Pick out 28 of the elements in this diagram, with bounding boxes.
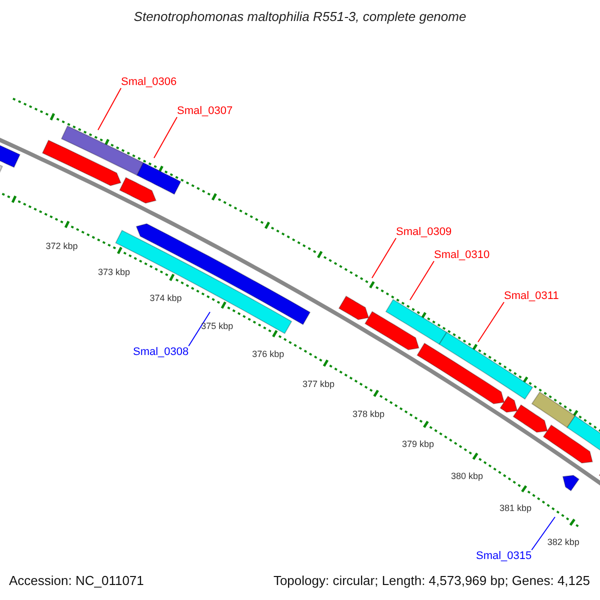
footer-text: Accession: NC_011071 <box>9 574 144 588</box>
scale-label: 379 kbp <box>402 440 434 450</box>
scale-label: 377 kbp <box>302 380 335 390</box>
scale-label: 380 kbp <box>450 472 484 482</box>
scale-label: 376 kbp <box>252 350 284 360</box>
scale-label: 382 kbp <box>547 538 580 548</box>
gene-label: Smal_0308 <box>133 346 189 358</box>
scale-label: 374 kbp <box>150 294 182 304</box>
gene-label: Smal_0309 <box>396 226 452 238</box>
scale-label: 372 kbp <box>46 242 78 252</box>
gene-label: Smal_0310 <box>434 249 490 262</box>
leader-line <box>531 516 556 550</box>
leader-line <box>478 302 504 342</box>
gene-label: Smal_0306 <box>121 76 177 88</box>
gene-label: Smal_0307 <box>177 105 233 118</box>
leader-line <box>188 312 210 346</box>
scale-label: 375 kbp <box>201 322 234 332</box>
title: Stenotrophomonas maltophilia R551-3, complete genome <box>132 10 468 24</box>
gene-label: Smal_0311 <box>504 290 559 302</box>
leader-line <box>154 116 178 158</box>
leader-line <box>372 238 396 278</box>
scale-label: 378 kbp <box>352 410 385 420</box>
leader-line <box>98 88 122 130</box>
footer-text: Topology: circular; Length: 4,573,969 bp; Genes: 4,125 <box>273 574 590 588</box>
scale-label: 381 kbp <box>499 504 532 514</box>
leader-line <box>410 260 434 300</box>
gene-label: Smal_0315 <box>476 550 532 562</box>
scale-label: 373 kbp <box>98 268 130 278</box>
